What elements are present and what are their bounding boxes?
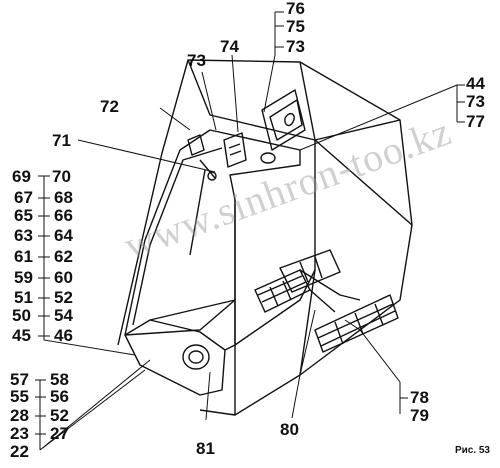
cab-roof-edge: [187, 59, 401, 141]
callout-22: 22: [10, 442, 29, 461]
callout-73-left: 73: [187, 51, 206, 70]
rear-panel: [124, 129, 301, 336]
callout-61: 61: [14, 247, 33, 266]
lamp-72: [187, 134, 205, 156]
leader-80: [291, 309, 316, 419]
callout-63: 63: [14, 226, 33, 245]
leader-71: [77, 139, 216, 173]
floor-line: [234, 269, 316, 346]
callout-46: 46: [54, 326, 73, 345]
callout-72: 72: [100, 97, 119, 116]
callout-52b: 52: [50, 406, 69, 425]
callout-28: 28: [10, 406, 29, 425]
leader-44-77: [299, 84, 458, 151]
callout-52a: 52: [54, 288, 73, 307]
cab-back-line: [314, 139, 413, 226]
callout-62: 62: [54, 247, 73, 266]
callout-78: 78: [410, 388, 429, 407]
callout-56: 56: [50, 387, 69, 406]
harness: [299, 269, 361, 313]
dashboard-top: [149, 299, 236, 351]
callout-75: 75: [286, 17, 305, 36]
callout-23: 23: [10, 424, 29, 443]
leader-78-79: [344, 319, 401, 383]
callout-80: 80: [280, 420, 299, 439]
callout-64: 64: [54, 226, 73, 245]
cab-inner-wall: [299, 61, 316, 376]
callout-66: 66: [54, 206, 73, 225]
callout-73-top: 73: [286, 37, 305, 56]
device-74: [223, 132, 247, 168]
instrument-gauge: [182, 344, 210, 370]
leader-74: [231, 54, 239, 133]
bracket-69-46: [43, 176, 136, 356]
leader-81: [205, 371, 211, 421]
callout-57: 57: [10, 370, 29, 389]
relay-block-right: [314, 294, 399, 353]
callout-65: 65: [14, 206, 33, 225]
leader-57-22: [39, 359, 151, 451]
figure-caption: Рис. 53: [454, 445, 490, 456]
callout-45: 45: [12, 326, 31, 345]
callout-67: 67: [14, 188, 33, 207]
callout-70: 70: [52, 167, 71, 186]
callout-55: 55: [10, 387, 29, 406]
callout-76: 76: [286, 0, 305, 18]
leader-72: [159, 107, 191, 131]
callout-79: 79: [410, 406, 429, 425]
callout-68: 68: [54, 188, 73, 207]
relay-block-left: [254, 269, 311, 313]
callout-54: 54: [54, 306, 73, 325]
callout-71: 71: [52, 131, 71, 150]
relay-block-top: [279, 249, 341, 293]
callout-51: 51: [14, 288, 33, 307]
callout-81: 81: [196, 439, 215, 458]
callout-77: 77: [466, 112, 485, 131]
wiper-rod: [189, 159, 216, 256]
callout-59: 59: [14, 268, 33, 287]
callout-74: 74: [220, 37, 239, 56]
panel-inner: [132, 147, 223, 326]
callout-44: 44: [466, 74, 485, 93]
callout-73-right: 73: [466, 92, 485, 111]
device-73-76: [261, 89, 306, 151]
callout-27: 27: [50, 424, 69, 443]
callout-50: 50: [12, 306, 31, 325]
callout-69: 69: [12, 167, 31, 186]
callout-58: 58: [50, 370, 69, 389]
dashboard: [124, 319, 226, 396]
leader-73-left: [201, 71, 217, 131]
cab-outline: [117, 59, 413, 416]
callout-60: 60: [54, 268, 73, 287]
